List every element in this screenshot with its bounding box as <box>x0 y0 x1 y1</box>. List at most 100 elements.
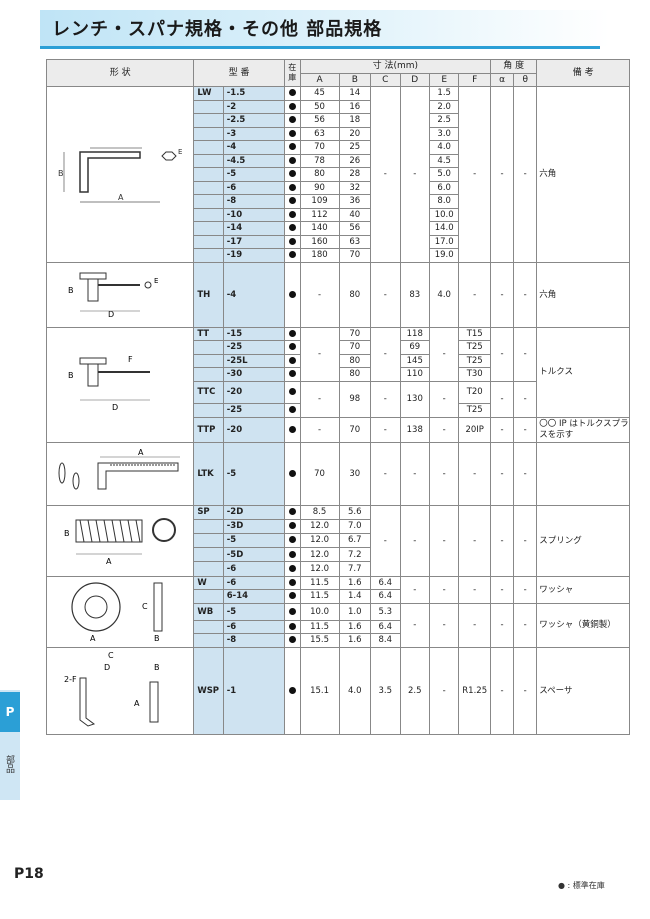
stock-dot <box>288 183 296 191</box>
shape-figure: B D E <box>45 261 195 328</box>
angle-alpha: - <box>489 575 515 604</box>
header-angle: 角 度 <box>489 59 538 74</box>
dim-f: T15 <box>458 326 491 341</box>
dim-e: - <box>428 602 460 648</box>
model-code: -5D <box>222 547 285 563</box>
model-code: -10 <box>222 207 285 222</box>
model-code: -8 <box>222 633 285 648</box>
dim-c: - <box>370 504 401 577</box>
stock-dot <box>288 622 296 630</box>
shape-figure: B A E <box>45 86 195 263</box>
dim-b: 30 <box>338 441 372 506</box>
dim-b: 70 <box>338 340 372 355</box>
dim-d: 138 <box>399 416 430 443</box>
dim-e: - <box>428 646 460 735</box>
tt-wrench-figure: F B D <box>68 355 151 412</box>
shape-figure: A <box>45 441 195 506</box>
stock-cell <box>283 234 301 249</box>
angle-theta: - <box>513 326 538 382</box>
header-shape: 形 状 <box>45 59 195 87</box>
stock-dot <box>288 116 296 124</box>
dim-d: 83 <box>399 261 430 328</box>
model-code: -5 <box>222 602 285 621</box>
dim-f: - <box>458 575 491 604</box>
dim-e: 4.0 <box>428 261 460 328</box>
table-cell <box>193 532 224 549</box>
remark: 六角 <box>536 86 630 263</box>
table-cell <box>193 248 224 263</box>
dim-b: 36 <box>338 194 372 209</box>
table-cell <box>193 633 224 648</box>
stock-cell <box>283 207 301 222</box>
dim-f: - <box>458 504 491 577</box>
stock-cell <box>283 589 301 604</box>
stock-dot <box>288 290 296 298</box>
table-cell <box>193 340 224 355</box>
model-code: -5 <box>222 532 285 549</box>
stock-dot <box>288 170 296 178</box>
stock-dot <box>288 592 296 600</box>
angle-alpha: - <box>489 646 515 735</box>
subheader-theta: θ <box>513 72 538 87</box>
lw-wrench-figure: B A E <box>58 147 183 203</box>
stock-cell <box>283 403 301 418</box>
dim-b: 26 <box>338 153 372 168</box>
stock-legend: ● : 標準在庫 <box>558 881 605 890</box>
dim-b: 1.6 <box>338 575 372 590</box>
model-code: -5 <box>222 441 285 506</box>
dim-b: 32 <box>338 180 372 195</box>
dim-b: 80 <box>338 367 372 382</box>
dim-a: 11.5 <box>299 619 340 634</box>
page-number: P18 <box>14 866 44 882</box>
model-code: -6 <box>222 180 285 195</box>
angle-theta: - <box>513 86 538 263</box>
stock-dot <box>288 156 296 164</box>
dim-e: - <box>428 575 460 604</box>
dim-b: 80 <box>338 261 372 328</box>
remark: トルクス <box>536 326 630 418</box>
stock-cell <box>283 167 301 182</box>
stock-dot <box>288 143 296 151</box>
model-code: -3 <box>222 126 285 141</box>
dim-b: 7.7 <box>338 561 372 577</box>
svg-text:A: A <box>90 634 96 643</box>
svg-text:B: B <box>154 663 160 672</box>
stock-dot <box>288 578 296 586</box>
table-cell <box>193 194 224 209</box>
stock-dot <box>288 343 296 351</box>
svg-text:D: D <box>112 403 118 412</box>
dim-a: 80 <box>299 167 340 182</box>
dim-f: - <box>458 602 491 648</box>
angle-alpha: - <box>489 602 515 648</box>
svg-text:E: E <box>178 148 182 156</box>
shape-figure: C A B <box>45 575 195 648</box>
svg-text:B: B <box>68 286 74 295</box>
table-cell <box>193 221 224 236</box>
stock-dot <box>288 356 296 364</box>
stock-dot <box>288 329 296 337</box>
dim-a: 11.5 <box>299 575 340 590</box>
svg-text:F: F <box>128 355 133 364</box>
remark: ワッシャ（黄銅製） <box>536 602 630 648</box>
header-remarks: 備 考 <box>536 59 630 87</box>
th-wrench-figure: B D E <box>68 272 159 319</box>
stock-dot <box>288 636 296 644</box>
model-code: -14 <box>222 221 285 236</box>
dim-e: 2.0 <box>428 99 460 114</box>
dim-a: 12.0 <box>299 518 340 534</box>
model-prefix: TT <box>193 326 224 341</box>
dim-e: 2.5 <box>428 113 460 128</box>
stock-cell <box>283 547 301 563</box>
stock-cell <box>283 326 301 341</box>
dim-b: 4.0 <box>338 646 372 735</box>
dim-a: 70 <box>299 441 340 506</box>
dim-d: - <box>399 441 430 506</box>
stock-cell <box>283 261 301 328</box>
